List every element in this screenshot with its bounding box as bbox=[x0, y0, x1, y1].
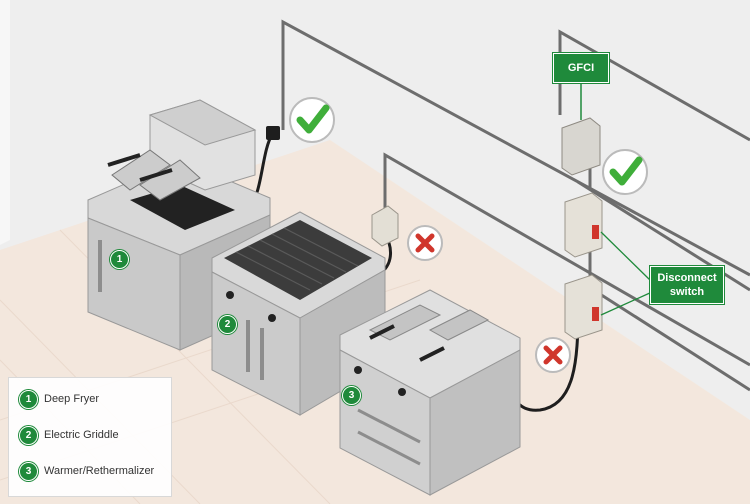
cross-icon bbox=[407, 225, 443, 261]
legend-badge: 3 bbox=[19, 461, 38, 481]
wire-gfci bbox=[558, 29, 750, 142]
legend-badge: 1 bbox=[19, 389, 38, 409]
cross-icon bbox=[535, 337, 571, 373]
legend: 1 Deep Fryer 2 Electric Griddle 3 Warmer… bbox=[8, 377, 172, 497]
badge-deep-fryer: 1 bbox=[110, 250, 129, 269]
legend-label: Electric Griddle bbox=[44, 429, 119, 441]
check-icon bbox=[289, 97, 335, 143]
legend-item-warmer: 3 Warmer/Rethermalizer bbox=[19, 461, 155, 481]
legend-item-deep-fryer: 1 Deep Fryer bbox=[19, 389, 100, 409]
junction-box-icon bbox=[371, 205, 399, 247]
badge-warmer: 3 bbox=[342, 386, 361, 405]
wire-disconnect-2 bbox=[577, 278, 750, 392]
gfci-box-icon bbox=[561, 82, 601, 176]
warmer-rethermalizer bbox=[339, 289, 521, 496]
legend-item-electric-griddle: 2 Electric Griddle bbox=[19, 425, 119, 445]
wire-griddle bbox=[383, 152, 750, 367]
disconnect-switch-callout: Disconnect switch bbox=[650, 266, 724, 304]
electric-griddle bbox=[211, 211, 386, 416]
legend-badge: 2 bbox=[19, 425, 38, 445]
gfci-callout: GFCI bbox=[553, 53, 609, 83]
legend-label: Deep Fryer bbox=[44, 393, 100, 405]
check-icon bbox=[602, 149, 648, 195]
disconnect-switch-icon bbox=[564, 192, 653, 340]
legend-label: Warmer/Rethermalizer bbox=[44, 465, 155, 477]
badge-electric-griddle: 2 bbox=[218, 315, 237, 334]
plug-icon bbox=[266, 126, 280, 140]
